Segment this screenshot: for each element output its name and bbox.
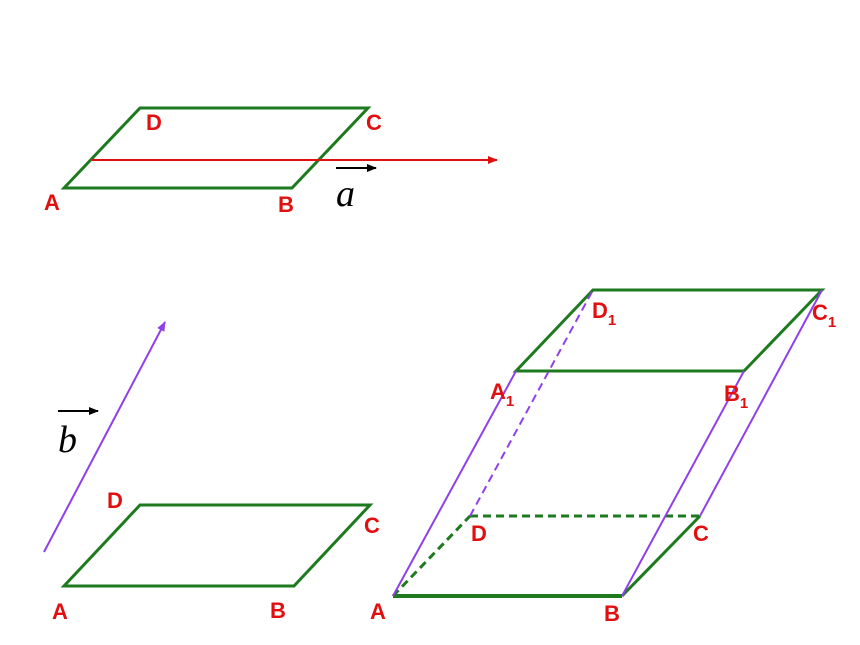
parallelogram-abcd-1 (60, 106, 372, 190)
parallelogram-abcd-2 (60, 503, 374, 588)
label-b-fig3: B (604, 601, 620, 626)
label-b-fig1: B (278, 192, 294, 217)
label-d-fig3: D (471, 521, 487, 546)
label-a-fig2: A (52, 599, 68, 624)
label-b-fig2: B (270, 598, 286, 623)
label-d1: D1 (592, 298, 616, 329)
label-a-fig1: A (44, 190, 60, 215)
figure-2: b D C A B (43, 321, 380, 624)
figure-3-prism: D1 C1 A1 B1 D C A B (370, 288, 836, 626)
label-c-fig3: C (693, 521, 709, 546)
label-c1: C1 (812, 300, 836, 331)
edge-ad-hidden (391, 514, 472, 598)
edge-cc1 (699, 289, 823, 517)
vector-b-label: b (58, 419, 77, 461)
edge-aa1 (392, 370, 517, 597)
label-a-fig3: A (370, 599, 386, 624)
label-d-fig1: D (146, 110, 162, 135)
vector-b-line (43, 321, 166, 553)
label-b1: B1 (724, 381, 748, 412)
figure-1: a D C A B (44, 106, 498, 217)
edge-bb1 (621, 370, 745, 597)
label-d-fig2: D (107, 488, 123, 513)
edge-dd1-hidden (469, 289, 594, 517)
top-face-a1b1c1d1 (512, 288, 826, 373)
label-a1: A1 (490, 379, 514, 410)
label-c-fig2: C (364, 513, 380, 538)
label-c-fig1: C (366, 110, 382, 135)
edge-bc (620, 514, 702, 598)
vector-a-label: a (336, 173, 355, 215)
